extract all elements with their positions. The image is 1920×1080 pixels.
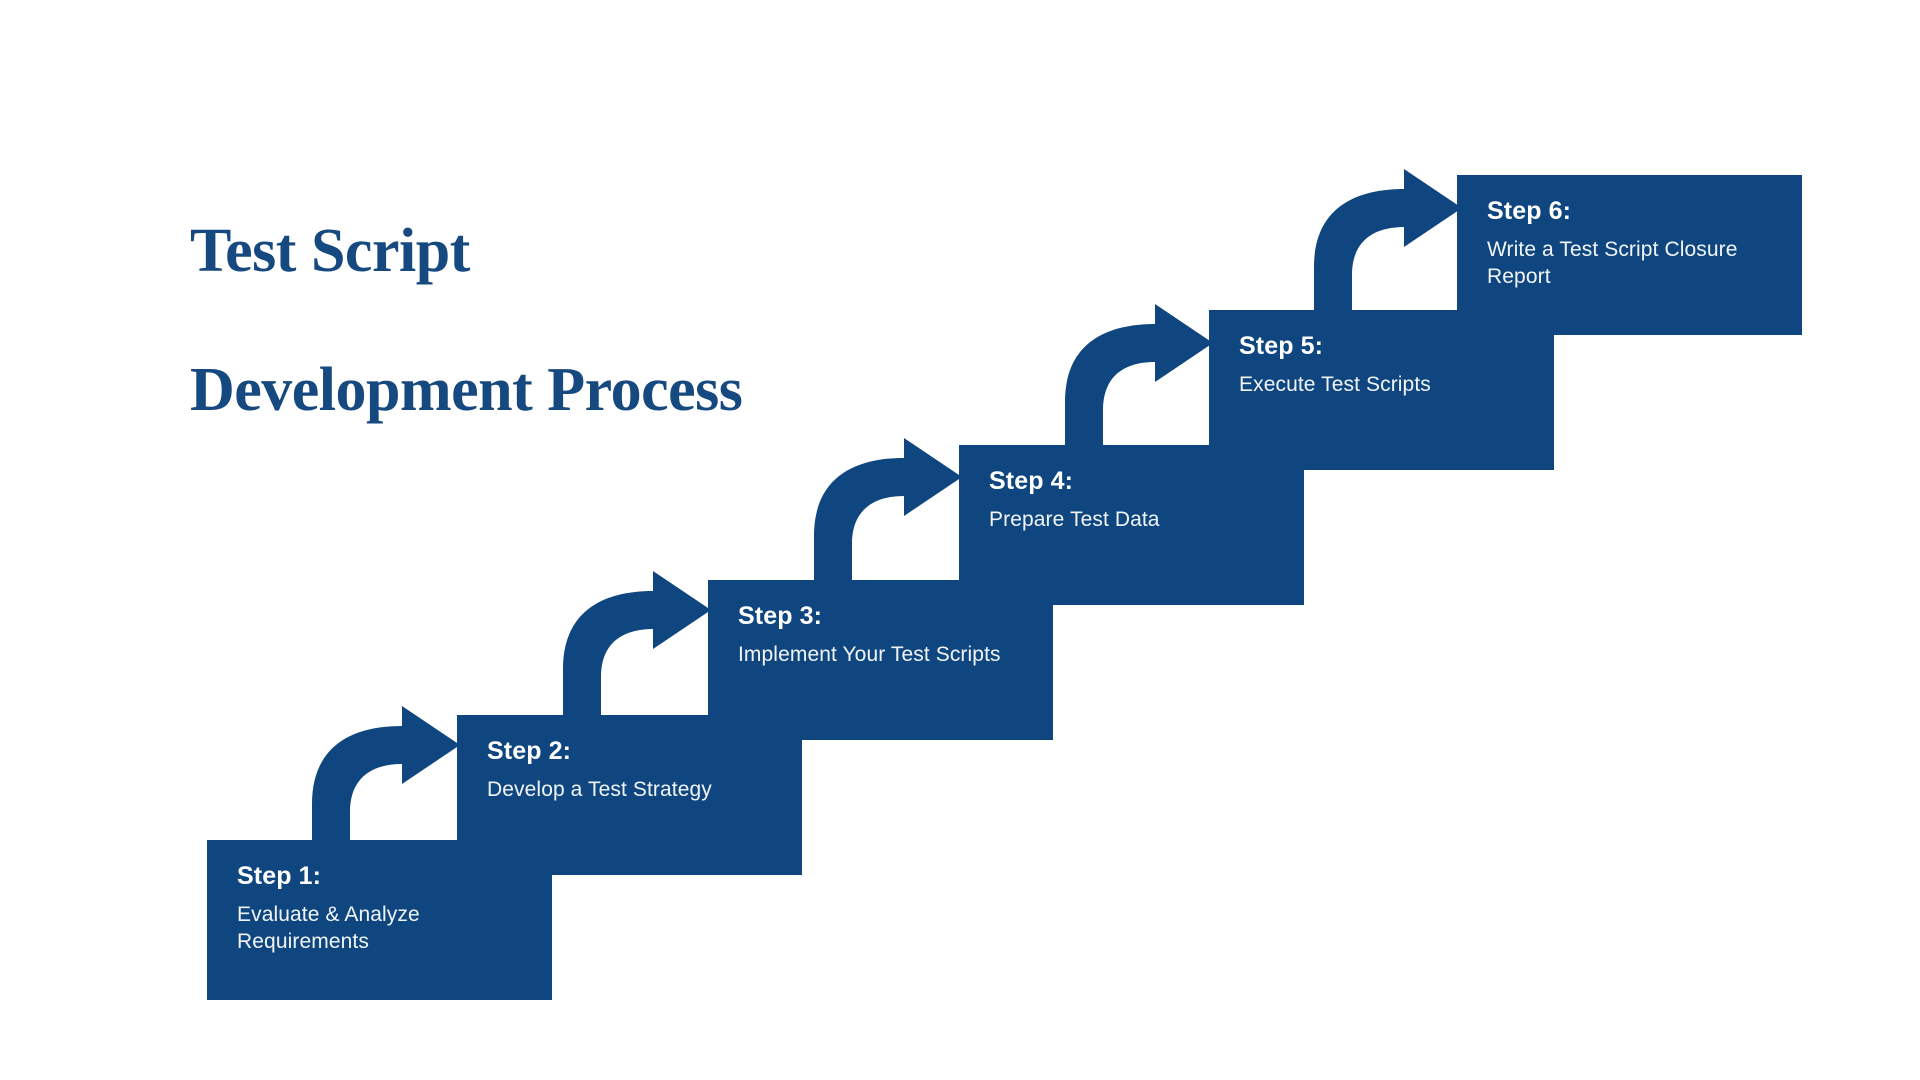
step-3-description: Implement Your Test Scripts [738,642,1001,666]
page-title-line-2: Development Process [190,356,743,425]
step-1-heading: Step 1: [237,862,322,890]
step-3-heading: Step 3: [738,602,823,630]
step-2-description: Develop a Test Strategy [487,777,712,801]
curved-arrow-up-right-icon [312,706,460,858]
curved-arrow-up-right-icon [563,571,711,723]
step-5-description: Execute Test Scripts [1239,372,1431,396]
step-card-2[interactable]: Step 2: Develop a Test Strategy [457,715,802,875]
step-card-5[interactable]: Step 5: Execute Test Scripts [1209,310,1554,470]
page-title-line-1: Test Script [190,217,470,286]
step-6-description: Write a Test Script Closure Report [1487,237,1738,289]
page-title: Test Script Development Process [190,148,950,495]
curved-arrow-up-right-icon [1314,169,1462,321]
curved-arrow-up-right-icon [1065,304,1213,456]
step-card-6[interactable]: Step 6: Write a Test Script Closure Repo… [1457,175,1802,335]
step-4-description: Prepare Test Data [989,507,1160,531]
step-card-4[interactable]: Step 4: Prepare Test Data [959,445,1304,605]
step-6-heading: Step 6: [1487,197,1572,225]
step-2-heading: Step 2: [487,737,572,765]
step-5-heading: Step 5: [1239,332,1324,360]
step-1-description: Evaluate & Analyze Requirements [237,902,420,954]
step-card-1[interactable]: Step 1: Evaluate & Analyze Requirements [207,840,552,1000]
curved-arrow-up-right-icon [814,438,962,590]
step-card-3[interactable]: Step 3: Implement Your Test Scripts [708,580,1053,740]
step-4-heading: Step 4: [989,467,1074,495]
